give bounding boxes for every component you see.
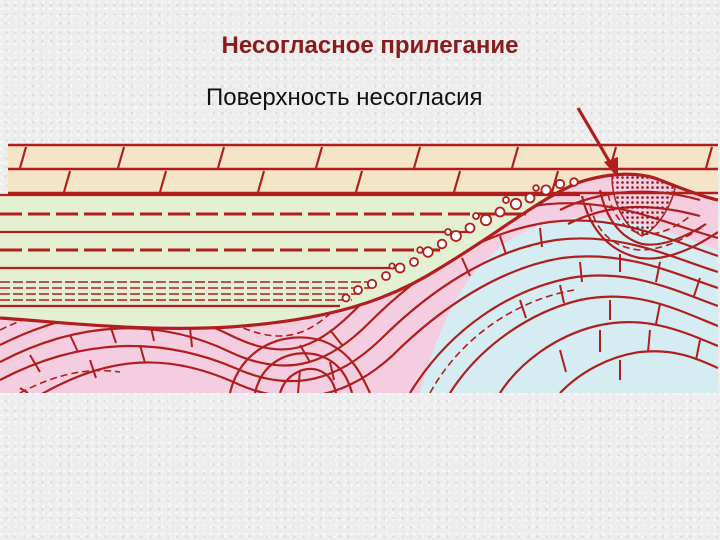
unconformity-surface-label: Поверхность несогласия — [206, 84, 483, 111]
horizontal-strata — [0, 193, 580, 308]
pointer-arrow — [576, 107, 618, 178]
unconformity-surface — [0, 172, 719, 330]
conglomerate-pebbles — [341, 177, 579, 303]
diagram-title: Несогласное прилегание — [221, 32, 519, 59]
